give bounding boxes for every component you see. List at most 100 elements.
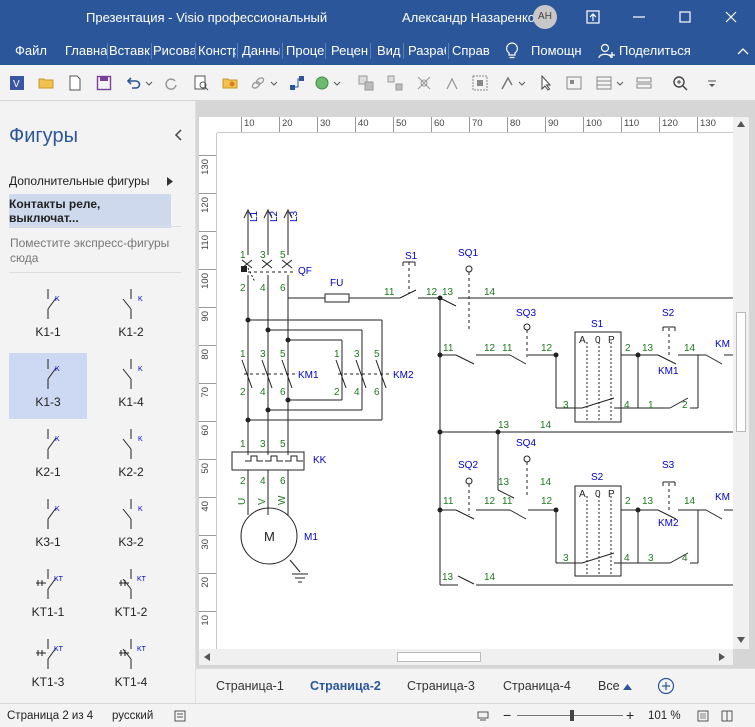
tab-help[interactable]: Справ <box>452 43 490 58</box>
collapse-pane-icon[interactable] <box>173 129 183 141</box>
zoom-in-button[interactable]: + <box>626 707 635 723</box>
ruler-tick <box>199 383 216 384</box>
collapse-ribbon-icon[interactable] <box>737 47 749 55</box>
zoom-icon[interactable] <box>672 75 688 91</box>
macro-record-icon[interactable] <box>174 710 186 722</box>
link-icon[interactable] <box>250 75 266 91</box>
scroll-right-icon[interactable] <box>719 653 725 661</box>
page-tab-1[interactable]: Страница-1 <box>216 679 284 693</box>
save-icon[interactable] <box>96 75 112 91</box>
shape-dropdown-icon[interactable] <box>333 75 341 91</box>
drawing-page[interactable]: L1 L2 L3 QF FU S1 SQ1 SQ3 S1 S2 KM1 KM2 … <box>217 133 733 649</box>
ruler-tick <box>393 117 394 132</box>
label-sq4: SQ4 <box>516 438 536 449</box>
ellipse-tool-icon[interactable] <box>314 75 330 91</box>
link-dropdown-icon[interactable] <box>270 75 278 91</box>
line-style-icon[interactable] <box>500 75 516 91</box>
zoom-out-button[interactable]: − <box>503 707 512 723</box>
horizontal-scrollbar[interactable] <box>199 649 733 665</box>
ruler-tick <box>199 307 216 308</box>
tab-design[interactable]: Констр <box>198 43 236 58</box>
print-preview-icon[interactable] <box>193 75 209 91</box>
more-shapes-menu[interactable]: Дополнительные фигуры <box>9 174 173 188</box>
active-stencil[interactable]: Контакты реле, выключат... <box>9 194 171 228</box>
tell-me-box[interactable]: Помощн <box>531 43 582 58</box>
tab-insert[interactable]: Вставк <box>109 43 150 58</box>
page-tab-4[interactable]: Страница-4 <box>503 679 571 693</box>
share-person-icon[interactable] <box>598 42 616 60</box>
format-painter-icon[interactable] <box>444 75 460 91</box>
caret-up-icon <box>623 684 633 690</box>
page-tab-3[interactable]: Страница-3 <box>407 679 475 693</box>
table-icon[interactable] <box>596 75 612 91</box>
add-page-icon[interactable] <box>657 677 675 695</box>
label-km1: KM1 <box>298 370 319 381</box>
switch-windows-icon[interactable] <box>721 710 733 722</box>
align-icon[interactable] <box>472 75 488 91</box>
tab-process[interactable]: Проце <box>286 43 324 58</box>
fit-page-icon[interactable] <box>477 710 489 722</box>
group-icon[interactable] <box>358 75 374 91</box>
stencil-folder-icon[interactable] <box>222 75 238 91</box>
tab-home[interactable]: Главна <box>65 43 107 58</box>
page-tab-2[interactable]: Страница-2 <box>310 679 381 693</box>
share-button[interactable]: Поделиться <box>619 43 691 58</box>
zoom-slider-thumb[interactable] <box>570 710 574 721</box>
pointer-tool-icon[interactable] <box>538 75 554 91</box>
connector-tool-icon[interactable] <box>289 75 305 91</box>
user-name[interactable]: Александр Назаренко <box>402 10 536 25</box>
zoom-level[interactable]: 101 % <box>648 710 681 722</box>
electrical-schematic[interactable]: L1 L2 L3 QF FU S1 SQ1 SQ3 S1 S2 KM1 KM2 … <box>217 133 733 649</box>
tab-draw[interactable]: Рисова <box>153 43 195 58</box>
vertical-scrollbar[interactable] <box>733 117 749 649</box>
tab-review[interactable]: Рецен <box>331 43 369 58</box>
table-dropdown-icon[interactable] <box>616 75 624 91</box>
scroll-up-icon[interactable] <box>737 121 745 127</box>
language-indicator[interactable]: русский <box>112 710 154 722</box>
tab-view[interactable]: Вид <box>377 43 401 58</box>
vertical-scroll-thumb[interactable] <box>736 312 746 432</box>
undo-icon[interactable] <box>125 75 141 91</box>
ungroup-icon[interactable] <box>387 75 403 91</box>
container-icon[interactable] <box>566 75 582 91</box>
tab-developer[interactable]: Разраб <box>408 43 446 58</box>
all-pages-button[interactable]: Все <box>598 679 633 693</box>
page-indicator[interactable]: Страница 2 из 4 <box>7 710 94 722</box>
scroll-down-icon[interactable] <box>737 637 745 643</box>
new-document-icon[interactable] <box>67 75 83 91</box>
line-dropdown-icon[interactable] <box>518 75 526 91</box>
avatar[interactable]: АН <box>533 5 557 29</box>
relay-contact-k3-2-icon: K <box>122 499 143 529</box>
fit-window-icon[interactable] <box>697 710 709 722</box>
terminal-num: 2 <box>240 476 246 487</box>
customize-qat-icon[interactable] <box>704 75 720 91</box>
undo-dropdown-icon[interactable] <box>145 75 153 91</box>
terminal-num: 14 <box>540 477 552 488</box>
open-folder-icon[interactable] <box>38 75 54 91</box>
scroll-left-icon[interactable] <box>204 653 210 661</box>
position-icon[interactable] <box>416 75 432 91</box>
ribbon-display-icon[interactable] <box>584 8 602 26</box>
layers-icon[interactable] <box>636 75 652 91</box>
terminal-num: 3 <box>260 439 266 450</box>
redo-icon[interactable] <box>163 75 179 91</box>
lightbulb-icon[interactable] <box>505 42 519 60</box>
tab-data[interactable]: Данны <box>242 43 280 58</box>
maximize-icon[interactable] <box>676 8 694 26</box>
minimize-icon[interactable] <box>630 8 648 26</box>
close-icon[interactable] <box>722 8 740 26</box>
tab-file[interactable]: Файл <box>15 43 47 58</box>
horizontal-scroll-thumb[interactable] <box>397 652 481 662</box>
